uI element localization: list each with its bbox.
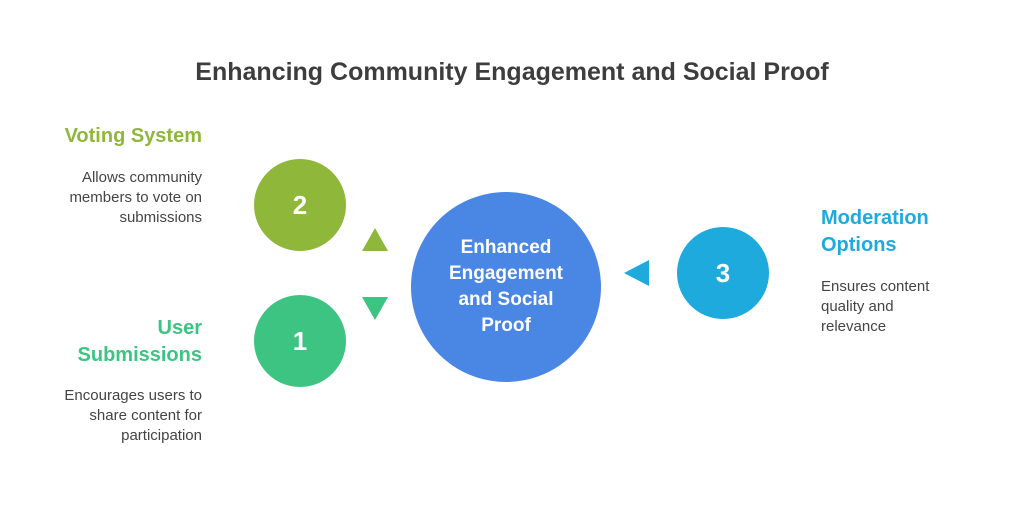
step-3-number: 3: [715, 257, 731, 288]
voting-system-description: Allows community members to vote on subm…: [69, 169, 202, 226]
moderation-options-heading: Moderation Options: [821, 207, 929, 256]
up-arrow-icon: [362, 228, 388, 251]
step-1-number: 1: [292, 325, 308, 356]
center-circle: Enhanced Engagement and Social Proof: [411, 192, 601, 382]
step-3-circle: 3: [677, 227, 769, 319]
moderation-options-description: Ensures content quality and relevance: [821, 278, 930, 335]
down-arrow-icon: [362, 297, 388, 320]
diagram-title: Enhancing Community Engagement and Socia…: [195, 58, 829, 86]
step-2-number: 2: [292, 189, 308, 220]
step-1-circle: 1: [254, 295, 346, 387]
left-arrow-icon: [624, 260, 649, 286]
center-label: Enhanced Engagement and Social Proof: [448, 237, 564, 336]
user-submissions-heading: User Submissions: [77, 317, 202, 366]
step-2-circle: 2: [254, 159, 346, 251]
voting-system-heading: Voting System: [64, 125, 202, 147]
user-submissions-description: Encourages users to share content for pa…: [64, 387, 202, 444]
